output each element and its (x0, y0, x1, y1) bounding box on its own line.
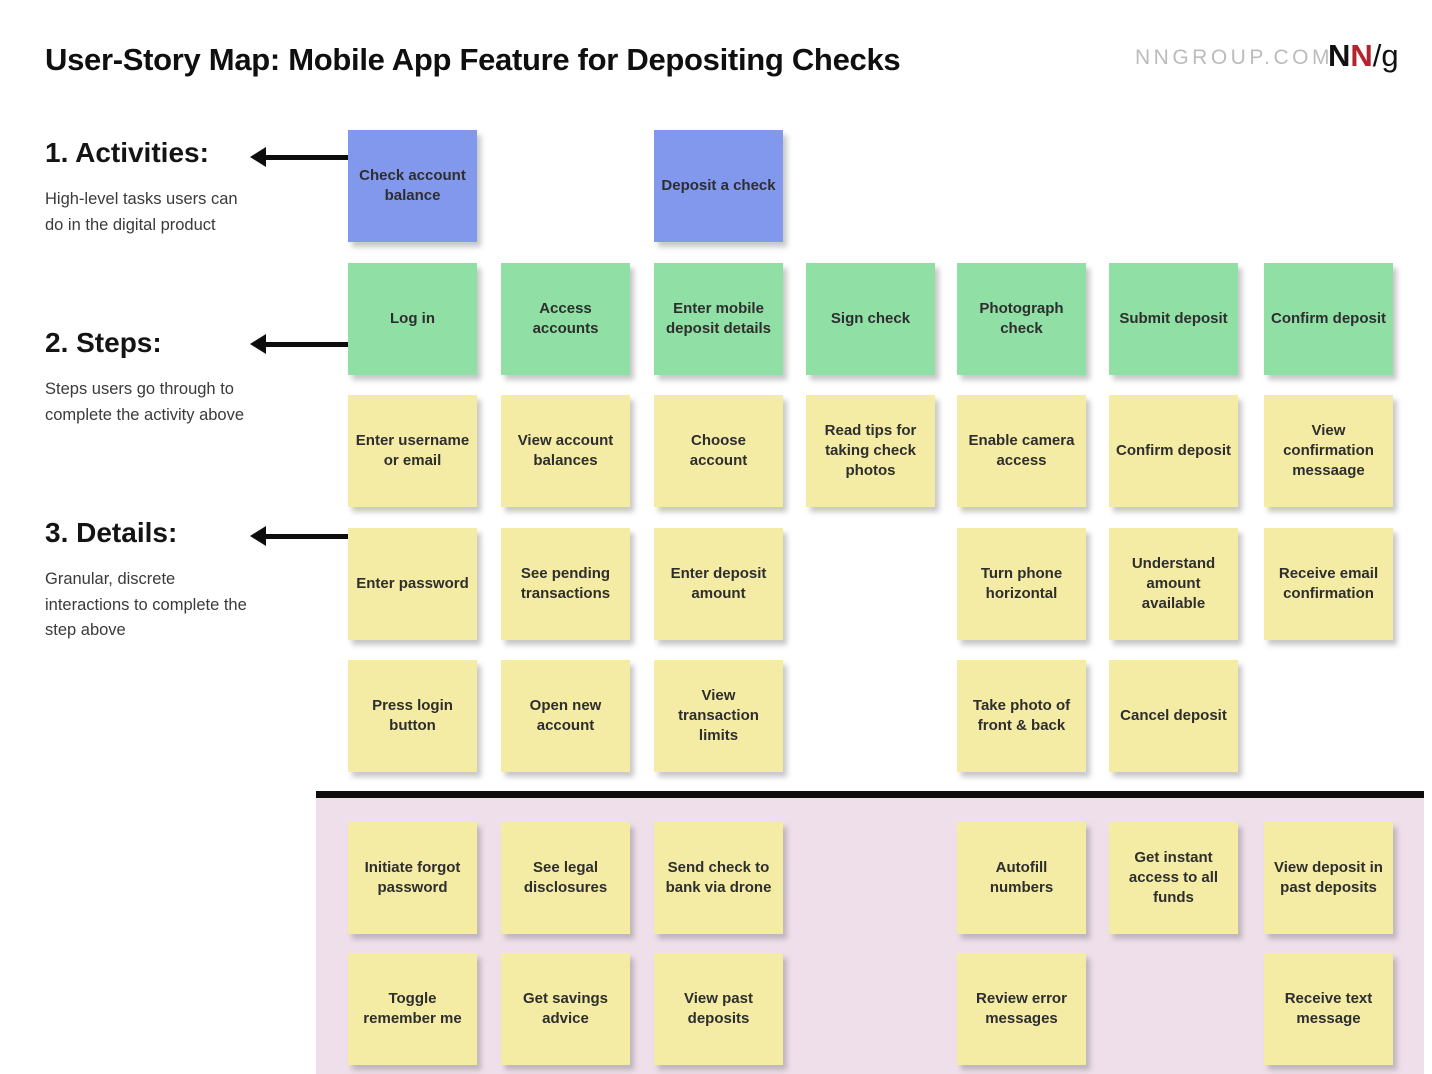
sticky-note-detail: Initiate forgot password (348, 822, 477, 934)
sticky-note-label: Receive email confirmation (1278, 564, 1379, 602)
sticky-note-label: Send check to bank via drone (665, 858, 772, 896)
legend-activities: 1. Activities: High-level tasks users ca… (45, 137, 285, 238)
sticky-note-step: Confirm deposit (1264, 263, 1393, 375)
sticky-note-step: Sign check (806, 263, 935, 375)
sticky-note-detail: Understand amount available (1109, 528, 1238, 640)
legend-steps: 2. Steps: Steps users go through to comp… (45, 327, 285, 428)
sticky-note-label: View confirmation messaage (1283, 421, 1374, 480)
nng-logo: NN/g (1328, 38, 1399, 74)
sticky-note-label: Take photo of front & back (972, 696, 1071, 734)
sticky-note-detail: Take photo of front & back (957, 660, 1086, 772)
legend-activities-label: 1. Activities: (45, 137, 209, 168)
sticky-note-label: Read tips for taking check photos (824, 421, 917, 480)
site-url: NNGROUP.COM (1135, 46, 1333, 69)
legend-steps-description: Steps users go through to complete the a… (45, 380, 245, 424)
sticky-note-step: Access accounts (501, 263, 630, 375)
sticky-note-detail: Enable camera access (957, 395, 1086, 507)
sticky-note-label: Deposit a check (661, 176, 776, 194)
sticky-note-label: Open new account (529, 696, 602, 734)
sticky-note-label: Enter deposit amount (670, 564, 767, 602)
sticky-note-label: Turn phone horizontal (980, 564, 1063, 602)
sticky-note-detail: Open new account (501, 660, 630, 772)
sticky-note-detail: Read tips for taking check photos (806, 395, 935, 507)
sticky-note-label: Get savings advice (522, 989, 609, 1027)
sticky-note-label: View past deposits (684, 989, 753, 1027)
sticky-note-detail: Enter password (348, 528, 477, 640)
sticky-note-label: View deposit in past deposits (1274, 858, 1383, 896)
nng-logo-n2: N (1350, 38, 1373, 73)
sticky-note-label: Photograph check (979, 299, 1064, 337)
sticky-note-detail: Review error messages (957, 953, 1086, 1065)
nng-logo-slash-g: /g (1372, 38, 1399, 73)
sticky-note-detail: Choose account (654, 395, 783, 507)
sticky-note-label: Enter password (356, 574, 469, 592)
page-title: User-Story Map: Mobile App Feature for D… (45, 42, 901, 77)
sticky-note-detail: Enter deposit amount (654, 528, 783, 640)
sticky-note-label: See legal disclosures (523, 858, 608, 896)
sticky-note-step: Log in (348, 263, 477, 375)
legend-activities-description: High-level tasks users can do in the dig… (45, 190, 238, 234)
sticky-note-label: Autofill numbers (989, 858, 1054, 896)
sticky-note-label: Check account balance (359, 166, 466, 204)
sticky-note-label: See pending transactions (520, 564, 611, 602)
sticky-note-label: Submit deposit (1119, 309, 1228, 327)
sticky-note-label: View account balances (517, 431, 614, 469)
sticky-note-detail: See legal disclosures (501, 822, 630, 934)
sticky-note-label: Review error messages (976, 989, 1067, 1027)
release-slice-divider (316, 791, 1424, 798)
legend-steps-label: 2. Steps: (45, 327, 162, 358)
sticky-note-detail: Enter username or email (348, 395, 477, 507)
legend-details-label: 3. Details: (45, 517, 178, 548)
sticky-note-detail: View past deposits (654, 953, 783, 1065)
sticky-note-label: Enter mobile deposit details (665, 299, 772, 337)
sticky-note-label: Confirm deposit (1271, 309, 1386, 327)
sticky-note-detail: Autofill numbers (957, 822, 1086, 934)
sticky-note-label: Enable camera access (968, 431, 1075, 469)
sticky-note-label: Get instant access to all funds (1128, 848, 1219, 907)
sticky-note-detail: Get instant access to all funds (1109, 822, 1238, 934)
sticky-note-label: Initiate forgot password (364, 858, 461, 896)
sticky-note-label: Receive text message (1284, 989, 1373, 1027)
sticky-note-label: Enter username or email (355, 431, 470, 469)
sticky-note-detail: Confirm deposit (1109, 395, 1238, 507)
release-slice-band (316, 798, 1424, 1074)
sticky-note-label: Access accounts (532, 299, 599, 337)
nng-logo-n1: N (1328, 38, 1351, 73)
legend-details: 3. Details: Granular, discrete interacti… (45, 517, 285, 644)
sticky-note-step: Enter mobile deposit details (654, 263, 783, 375)
sticky-note-detail: Get savings advice (501, 953, 630, 1065)
sticky-note-activity: Check account balance (348, 130, 477, 242)
sticky-note-label: Confirm deposit (1116, 441, 1231, 459)
sticky-note-step: Submit deposit (1109, 263, 1238, 375)
sticky-note-detail: View deposit in past deposits (1264, 822, 1393, 934)
sticky-note-detail: Press login button (348, 660, 477, 772)
sticky-note-label: View transaction limits (678, 686, 759, 745)
sticky-note-detail: Send check to bank via drone (654, 822, 783, 934)
sticky-note-label: Choose account (689, 431, 748, 469)
sticky-note-label: Toggle remember me (363, 989, 462, 1027)
sticky-note-detail: See pending transactions (501, 528, 630, 640)
sticky-note-step: Photograph check (957, 263, 1086, 375)
sticky-note-label: Press login button (372, 696, 453, 734)
sticky-note-activity: Deposit a check (654, 130, 783, 242)
sticky-note-detail: Turn phone horizontal (957, 528, 1086, 640)
sticky-note-label: Log in (390, 309, 435, 327)
sticky-note-detail: View confirmation messaage (1264, 395, 1393, 507)
sticky-note-detail: Receive email confirmation (1264, 528, 1393, 640)
sticky-note-detail: View transaction limits (654, 660, 783, 772)
sticky-note-detail: Receive text message (1264, 953, 1393, 1065)
sticky-note-label: Understand amount available (1131, 554, 1216, 613)
sticky-note-detail: Cancel deposit (1109, 660, 1238, 772)
sticky-note-detail: View account balances (501, 395, 630, 507)
sticky-note-label: Cancel deposit (1120, 706, 1227, 724)
legend-details-description: Granular, discrete interactions to compl… (45, 570, 247, 640)
sticky-note-detail: Toggle remember me (348, 953, 477, 1065)
sticky-note-label: Sign check (830, 309, 911, 327)
